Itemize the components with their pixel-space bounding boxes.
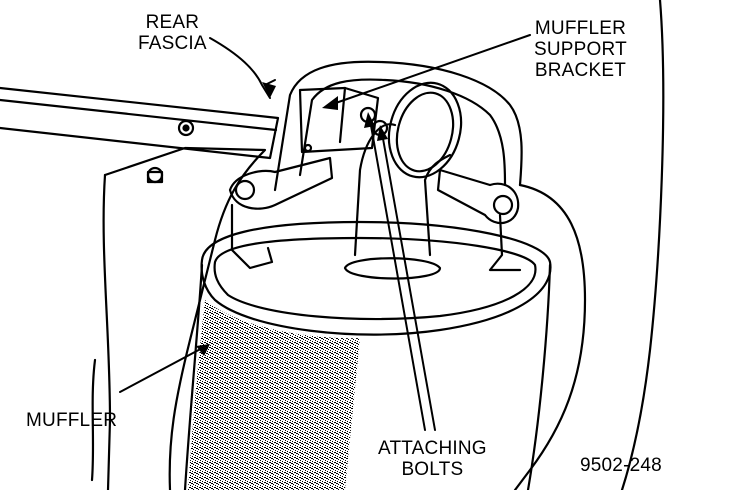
leader-bolts-2 <box>381 132 436 431</box>
bracket-arm-left <box>228 156 334 210</box>
label-attaching-bolts-line2: BOLTS <box>401 459 464 480</box>
arrow-rear-fascia <box>262 82 276 98</box>
fascia-opening-inner <box>298 78 507 187</box>
fascia-opening <box>273 60 523 192</box>
figure-number: 9502-248 <box>580 455 662 476</box>
arrow-muffler-support <box>322 96 338 110</box>
leader-muffler <box>119 344 209 393</box>
label-muffler-support-line2: SUPPORT <box>534 39 627 60</box>
hanger-left <box>230 203 274 270</box>
arrow-bolts-1 <box>364 112 375 128</box>
body-outer-edge <box>620 0 665 490</box>
leader-rear-fascia <box>209 37 271 99</box>
panel-nut <box>146 166 164 184</box>
label-muffler-support-line1: MUFFLER <box>534 18 627 39</box>
arrow-muffler <box>196 344 210 356</box>
label-muffler: MUFFLER <box>26 410 118 431</box>
tailpipe-tip <box>387 81 463 179</box>
left-panel <box>103 146 267 490</box>
muffler-body <box>188 300 360 490</box>
tailpipe <box>353 123 452 257</box>
leader-bolts-1 <box>369 119 426 431</box>
label-rear-fascia-line2: FASCIA <box>138 33 207 54</box>
hanger-right <box>488 213 522 272</box>
label-muffler-support-bracket: MUFFLER SUPPORT BRACKET <box>534 18 627 81</box>
label-muffler-support-line3: BRACKET <box>534 60 627 81</box>
body-inner-edge <box>513 183 587 490</box>
crossbar-bolt <box>177 119 195 137</box>
label-attaching-bolts-line1: ATTACHING <box>378 438 487 459</box>
crossbar <box>0 86 280 160</box>
bracket-arm-right <box>436 168 520 225</box>
muffler-top <box>200 220 552 336</box>
label-attaching-bolts: ATTACHING BOLTS <box>378 438 487 480</box>
leader-muffler-support <box>329 34 531 106</box>
arrow-bolts-2 <box>377 125 388 141</box>
label-rear-fascia: REAR FASCIA <box>138 12 207 54</box>
label-rear-fascia-line1: REAR <box>145 12 200 33</box>
